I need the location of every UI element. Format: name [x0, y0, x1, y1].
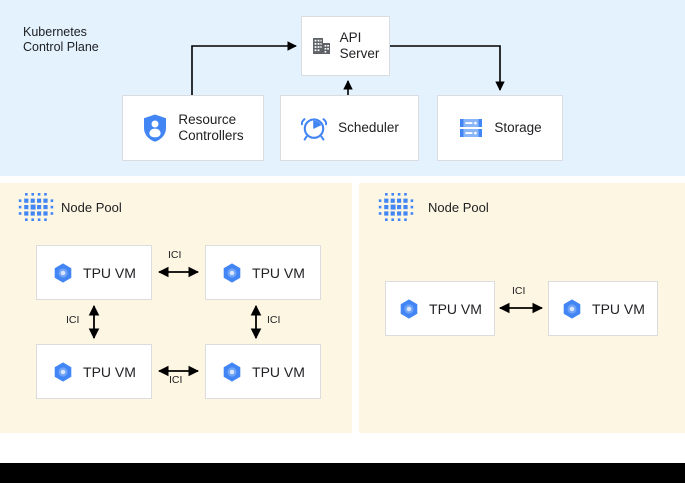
database-rack-icon — [458, 115, 484, 141]
shield-user-icon — [142, 113, 168, 143]
ici-label-right: ICI — [267, 314, 281, 326]
api-server-box[interactable]: API Server — [301, 16, 390, 76]
tpu-vm-box-pool1-2[interactable]: TPU VM — [205, 245, 321, 300]
tpu-hexagon-icon — [52, 262, 74, 284]
scheduler-label: Scheduler — [338, 120, 399, 135]
ici-label-top: ICI — [168, 249, 182, 261]
tpu-hexagon-icon — [561, 298, 583, 320]
resource-controllers-box[interactable]: Resource Controllers — [122, 95, 264, 161]
tpu-vm-box-pool1-1[interactable]: TPU VM — [36, 245, 152, 300]
storage-box[interactable]: Storage — [437, 95, 563, 161]
tpu-vm-box-pool1-4[interactable]: TPU VM — [205, 344, 321, 399]
ici-label-left: ICI — [66, 314, 80, 326]
ici-label-bottom: ICI — [169, 374, 183, 386]
control-plane-title: Kubernetes Control Plane — [23, 25, 99, 54]
tpu-vm-box-pool2-2[interactable]: TPU VM — [548, 281, 658, 336]
tpu-vm-box-pool2-1[interactable]: TPU VM — [385, 281, 495, 336]
building-icon — [312, 35, 332, 57]
alarm-clock-icon — [300, 114, 328, 142]
tpu-vm-label: TPU VM — [252, 363, 305, 380]
api-server-label: API Server — [339, 30, 380, 61]
scheduler-box[interactable]: Scheduler — [280, 95, 419, 161]
tpu-hexagon-icon — [221, 361, 243, 383]
bottom-bar — [0, 463, 685, 483]
tpu-hexagon-icon — [398, 298, 420, 320]
resource-controllers-label: Resource Controllers — [178, 112, 244, 143]
tpu-vm-label: TPU VM — [252, 264, 305, 281]
tpu-vm-label: TPU VM — [83, 363, 136, 380]
dot-grid-cluster-icon-2 — [376, 191, 416, 227]
tpu-vm-label: TPU VM — [83, 264, 136, 281]
tpu-hexagon-icon — [52, 361, 74, 383]
node-pool-title-1: Node Pool — [61, 200, 122, 215]
ici-label-pool2: ICI — [512, 285, 526, 297]
dot-grid-cluster-icon-1 — [16, 191, 56, 227]
node-pool-title-2: Node Pool — [428, 200, 489, 215]
tpu-vm-label: TPU VM — [592, 300, 645, 317]
tpu-vm-box-pool1-3[interactable]: TPU VM — [36, 344, 152, 399]
storage-label: Storage — [494, 120, 542, 135]
tpu-vm-label: TPU VM — [429, 300, 482, 317]
tpu-hexagon-icon — [221, 262, 243, 284]
